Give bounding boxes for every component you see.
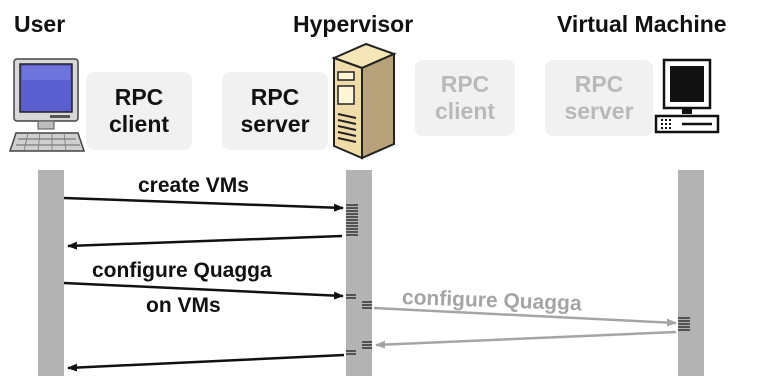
create-vms-arrow bbox=[63, 196, 344, 212]
create-vms-reply-arrow bbox=[67, 234, 343, 250]
rpc-role-label: server bbox=[240, 111, 310, 137]
vm-lifeline bbox=[678, 170, 704, 376]
rpc-role-label: client bbox=[108, 111, 170, 137]
user-rpc-client-box: RPC client bbox=[86, 72, 192, 150]
user-lifeline bbox=[38, 170, 64, 376]
rpc-label: RPC bbox=[250, 84, 300, 110]
rpc-role-label: server bbox=[564, 98, 634, 124]
configure-quagga-reply-arrow bbox=[67, 353, 345, 372]
hypervisor-rpc-server-box: RPC server bbox=[222, 72, 328, 150]
terminal-computer-icon bbox=[654, 58, 720, 134]
virtual-machine-heading: Virtual Machine bbox=[557, 11, 727, 37]
rpc-label: RPC bbox=[440, 71, 490, 97]
rpc-label: RPC bbox=[114, 84, 164, 110]
configure-quagga-label-line2: on VMs bbox=[146, 294, 221, 317]
configure-vm-arrow bbox=[373, 306, 677, 327]
configure-vm-reply-arrow bbox=[375, 330, 677, 349]
user-heading: User bbox=[14, 11, 66, 37]
desktop-computer-icon bbox=[8, 58, 86, 152]
create-vms-label: create VMs bbox=[138, 174, 249, 197]
hypervisor-activation-marks bbox=[346, 204, 372, 355]
vm-activation-marks bbox=[678, 317, 690, 331]
vm-rpc-server-box: RPC server bbox=[545, 60, 653, 136]
configure-quagga-label-line1: configure Quagga bbox=[92, 259, 272, 282]
configure-quagga-arrow bbox=[63, 281, 344, 300]
server-tower-icon bbox=[331, 42, 397, 160]
hypervisor-heading: Hypervisor bbox=[293, 11, 414, 37]
rpc-role-label: client bbox=[434, 98, 496, 124]
hypervisor-rpc-client-box: RPC client bbox=[415, 60, 515, 136]
rpc-label: RPC bbox=[574, 71, 624, 97]
